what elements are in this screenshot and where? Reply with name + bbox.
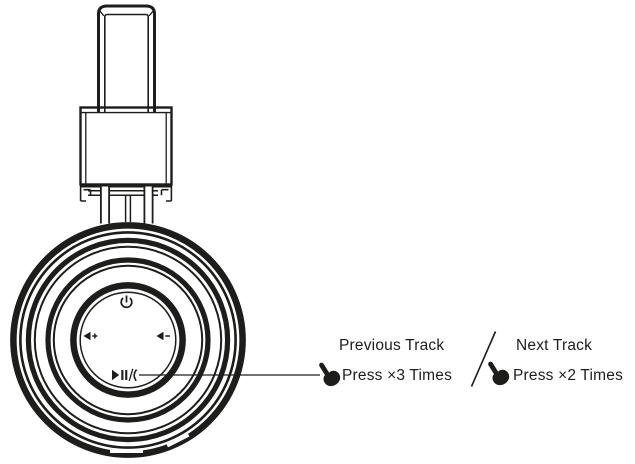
volume-up-icon <box>83 331 98 341</box>
press-hand-icon <box>319 362 341 387</box>
next-track-action: Press ×2 Times <box>513 367 624 384</box>
previous-track-label: Previous Track <box>339 337 445 354</box>
previous-track-action: Press ×3 Times <box>342 367 453 384</box>
led-slot <box>166 433 190 448</box>
yoke-fork <box>79 186 173 224</box>
port-slot <box>110 449 143 453</box>
volume-down-icon <box>156 331 170 341</box>
power-icon <box>120 295 133 309</box>
slider-block <box>79 106 173 188</box>
play-pause-call-icon <box>112 368 138 382</box>
slash-separator <box>470 331 497 387</box>
earcup-rings <box>10 222 246 458</box>
press-hand-icon <box>488 361 510 386</box>
next-track-label: Next Track <box>516 337 593 354</box>
control-pad <box>83 295 170 382</box>
headband-stem <box>97 4 156 113</box>
